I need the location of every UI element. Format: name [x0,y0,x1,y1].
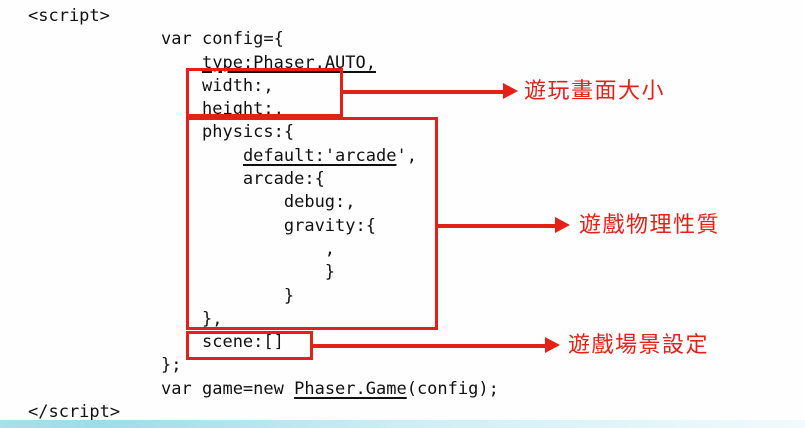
code-line: arcade:{ [28,169,325,190]
code-line: , [28,238,336,259]
annotation-arrow-head-icon [545,337,560,353]
annotation-label-screen-size: 遊玩畫面大小 [524,79,666,104]
code-line: var game=new Phaser.Game(config); [28,378,499,399]
code-line: var config={ [28,29,284,50]
highlight-box-physics [186,117,438,330]
slide-bottom-accent-strip [0,420,805,428]
code-line: </script> [28,402,121,423]
code-line: <script> [28,6,110,26]
code-line: }; [28,355,182,376]
highlight-box-screen-size [186,68,343,117]
annotation-label-scene: 遊戲場景設定 [568,333,710,358]
highlight-box-scene [186,331,313,360]
annotation-label-physics: 遊戲物理性質 [579,213,721,238]
code-line: type:Phaser.AUTO, [202,52,376,73]
code-line: } [28,285,295,306]
code-line: width:, [28,75,274,96]
annotation-arrow-line-physics [438,224,555,228]
annotation-arrow-head-icon [555,217,570,233]
code-line: gravity:{ [28,215,376,236]
annotation-arrow-line-scene [313,344,545,348]
annotation-arrow-line-screen-size [343,90,503,94]
code-line: } [28,262,336,283]
code-line: default:'arcade', [242,145,417,166]
code-line: physics:{ [28,122,295,143]
code-line: }, [28,308,223,329]
code-line: debug:, [28,192,356,213]
code-block: <script> var config={ type:Phaser.AUTO, … [28,5,499,424]
code-line: scene:[] [28,332,284,353]
annotation-arrow-head-icon [503,83,518,99]
